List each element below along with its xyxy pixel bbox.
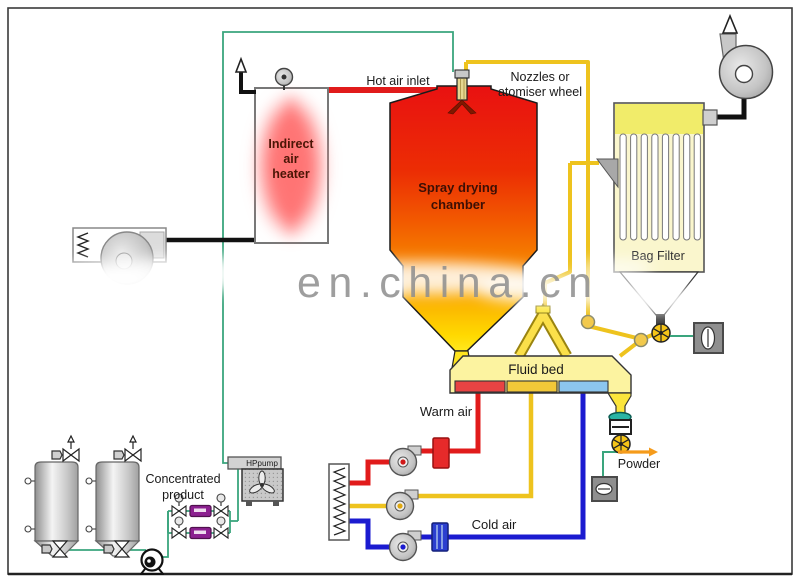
bag-filter-inlet-icon: [596, 158, 619, 189]
feed-tank-icon: [94, 461, 141, 557]
rotary-valve-icon: [651, 323, 671, 343]
mid-air-fan: [385, 489, 419, 521]
fluid-bed: [449, 355, 632, 415]
nozzles-label-line1: Nozzles or: [510, 70, 569, 84]
homogenizer-manifold: [171, 493, 229, 540]
exhaust-fan: [718, 13, 774, 100]
heater-label-line1: Indirect: [268, 137, 314, 151]
heater-label-line2: air: [283, 152, 298, 166]
atomizer-icon: [454, 69, 470, 101]
homogenizer-icon: [189, 504, 212, 540]
heater-exhaust: [234, 56, 256, 94]
hopper-tip: [656, 314, 665, 325]
spray-icon: [447, 99, 477, 115]
filter-bags: [619, 133, 701, 241]
nozzles-label-line2: atomiser wheel: [498, 85, 582, 99]
hp-pump-propeller-icon: [249, 470, 275, 494]
mid-air-pipe: [348, 391, 534, 509]
intake-air-filter: [328, 463, 350, 541]
fluid-bed-cold-section: [558, 380, 609, 393]
heater-fan-icon: [274, 67, 294, 90]
heater-label-line3: heater: [272, 167, 310, 181]
vibrating-sifter-icon: [608, 411, 632, 435]
warm-air-fan: [388, 445, 422, 477]
feed-label-line2: product: [162, 488, 204, 502]
powder-discharge: [591, 411, 658, 502]
fluid-bed-air-system: [328, 391, 586, 562]
powder-label: Powder: [618, 457, 660, 471]
cold-air-fan: [388, 530, 422, 562]
fluid-bed-mid-section: [506, 380, 558, 393]
air-filter-icon: [332, 467, 347, 536]
feed-pump-icon: [140, 548, 164, 575]
feed-label-line1: Concentrated: [145, 472, 220, 486]
rotary-valve-icon: [611, 434, 631, 454]
bag-filter: [596, 102, 724, 354]
fines-return-y-pipe: [514, 302, 572, 359]
powder-blower-icon: [591, 476, 618, 502]
fluid-bed-label: Fluid bed: [508, 362, 564, 377]
valve-icon: [171, 493, 229, 540]
stack-arrow-icon: [721, 13, 739, 34]
labels: Hot air inlet Nozzles or atomiser wheel …: [145, 70, 684, 532]
chamber-label-line1: Spray drying: [418, 180, 498, 195]
heater-element-icon: [432, 437, 450, 469]
junction-node-icon: [633, 332, 649, 348]
hp-pump: [227, 456, 284, 506]
indirect-air-heater: [234, 56, 329, 244]
feed-section: [24, 434, 284, 575]
cooler-element-icon: [431, 522, 449, 552]
bag-filter-outlet: [702, 109, 718, 126]
cold-air-label: Cold air: [472, 517, 517, 532]
bag-filter-label: Bag Filter: [631, 249, 685, 263]
hp-pump-label: HPpump: [246, 459, 278, 468]
watermark-text: en.china.cn: [297, 259, 592, 307]
chamber-label-line2: chamber: [431, 197, 485, 212]
warm-air-label: Warm air: [420, 404, 473, 419]
exhaust-arrow-icon: [234, 56, 248, 73]
sieve-fan-icon: [693, 322, 724, 354]
tank-bottom-valves: [41, 540, 131, 558]
tank-top-valves: [51, 434, 142, 463]
junction-node-icon: [580, 314, 596, 330]
pipe-junction-nodes: [580, 314, 649, 348]
watermark: en.china.cn: [45, 257, 710, 313]
air-filter-icon: [76, 232, 90, 258]
powder-arrow-icon: [618, 447, 658, 457]
hot-air-inlet-label: Hot air inlet: [366, 74, 430, 88]
tank-level-sensors: [24, 477, 96, 533]
fluid-bed-warm-section: [454, 380, 506, 393]
